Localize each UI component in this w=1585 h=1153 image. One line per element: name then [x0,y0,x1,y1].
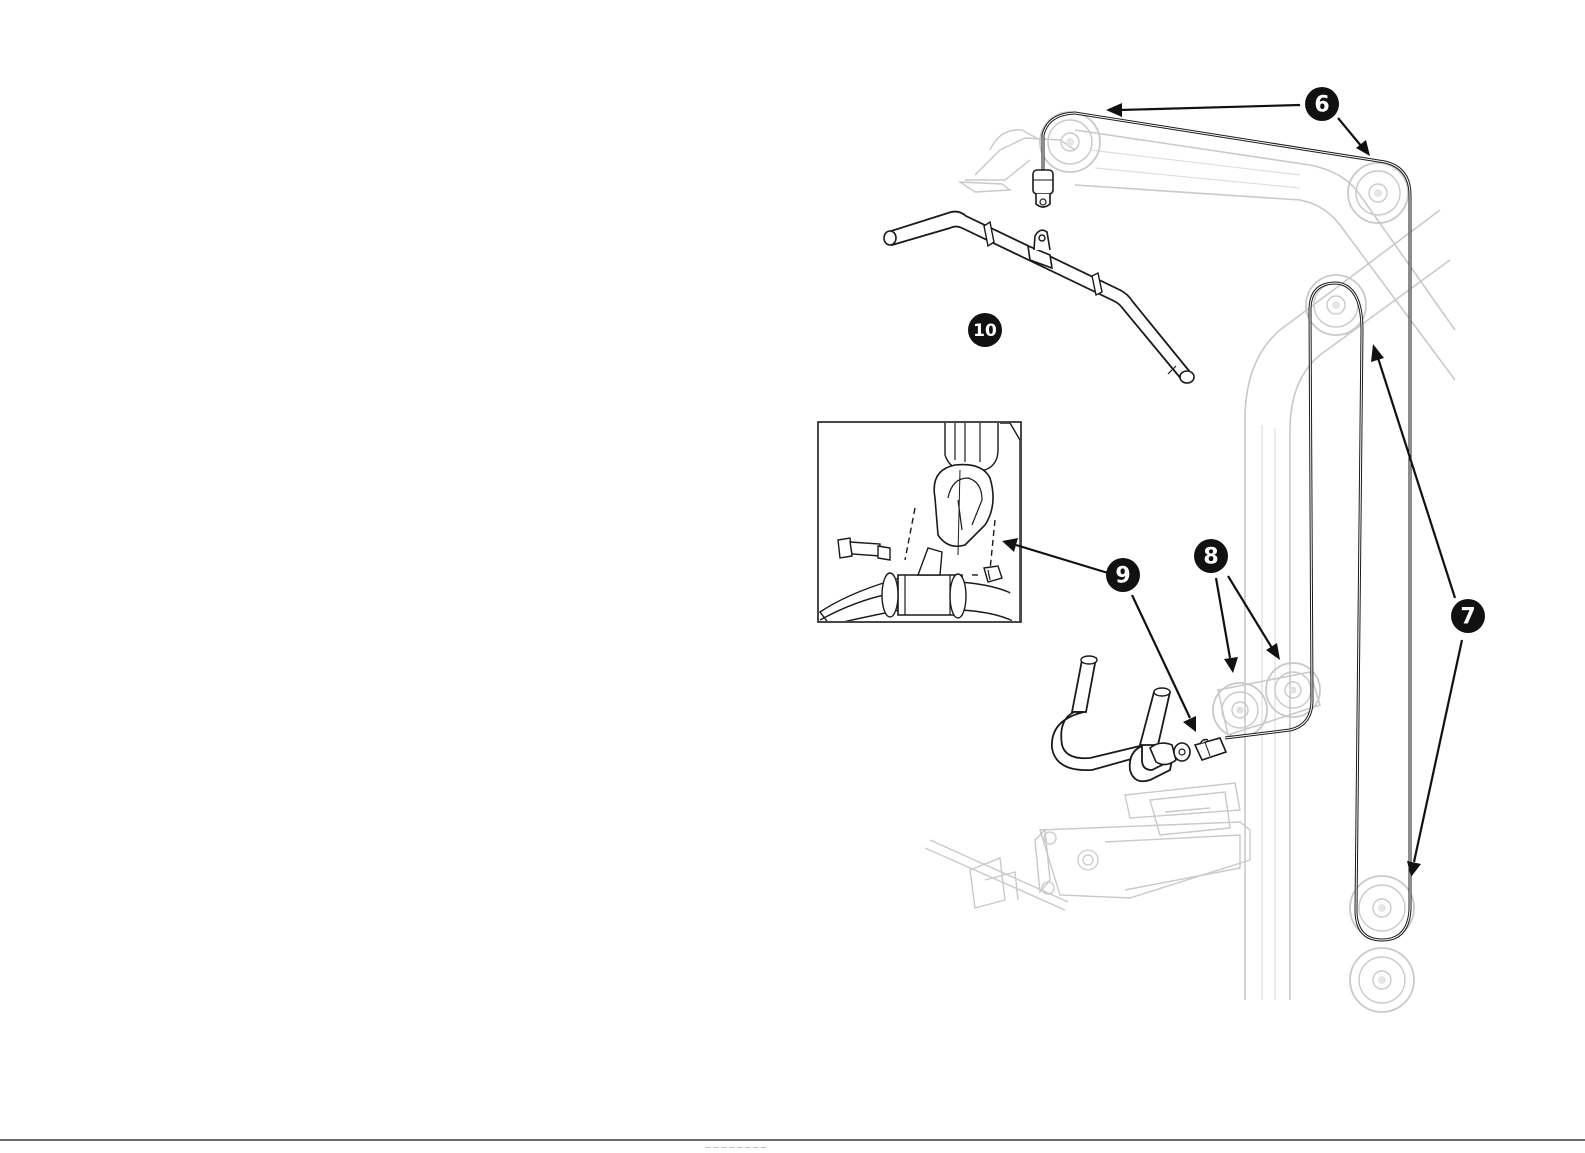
pulley-bottom-lower [1350,948,1414,1012]
cables [1043,113,1410,940]
pulleys [1040,112,1414,1012]
callout-8: 8 [1194,539,1228,573]
callout-6: 6 [1305,87,1339,121]
callout-10-label: 10 [973,321,997,341]
callout-6-label: 6 [1314,93,1329,118]
lat-bar [884,212,1194,383]
callout-8-label: 8 [1203,545,1218,570]
callout-9-label: 9 [1115,564,1130,589]
callout-10: 10 [968,313,1002,347]
callout-7-label: 7 [1460,605,1475,630]
cable-end-top [1033,170,1053,207]
inset-detail [818,422,1021,625]
callout-9: 9 [1106,558,1140,592]
pulley-top-right [1348,163,1408,223]
footer-text: — — — — — — — — [705,1144,766,1151]
cable-end-bottom [1195,738,1226,760]
footer: — — — — — — — — [0,1140,1585,1151]
callout-7: 7 [1451,599,1485,633]
